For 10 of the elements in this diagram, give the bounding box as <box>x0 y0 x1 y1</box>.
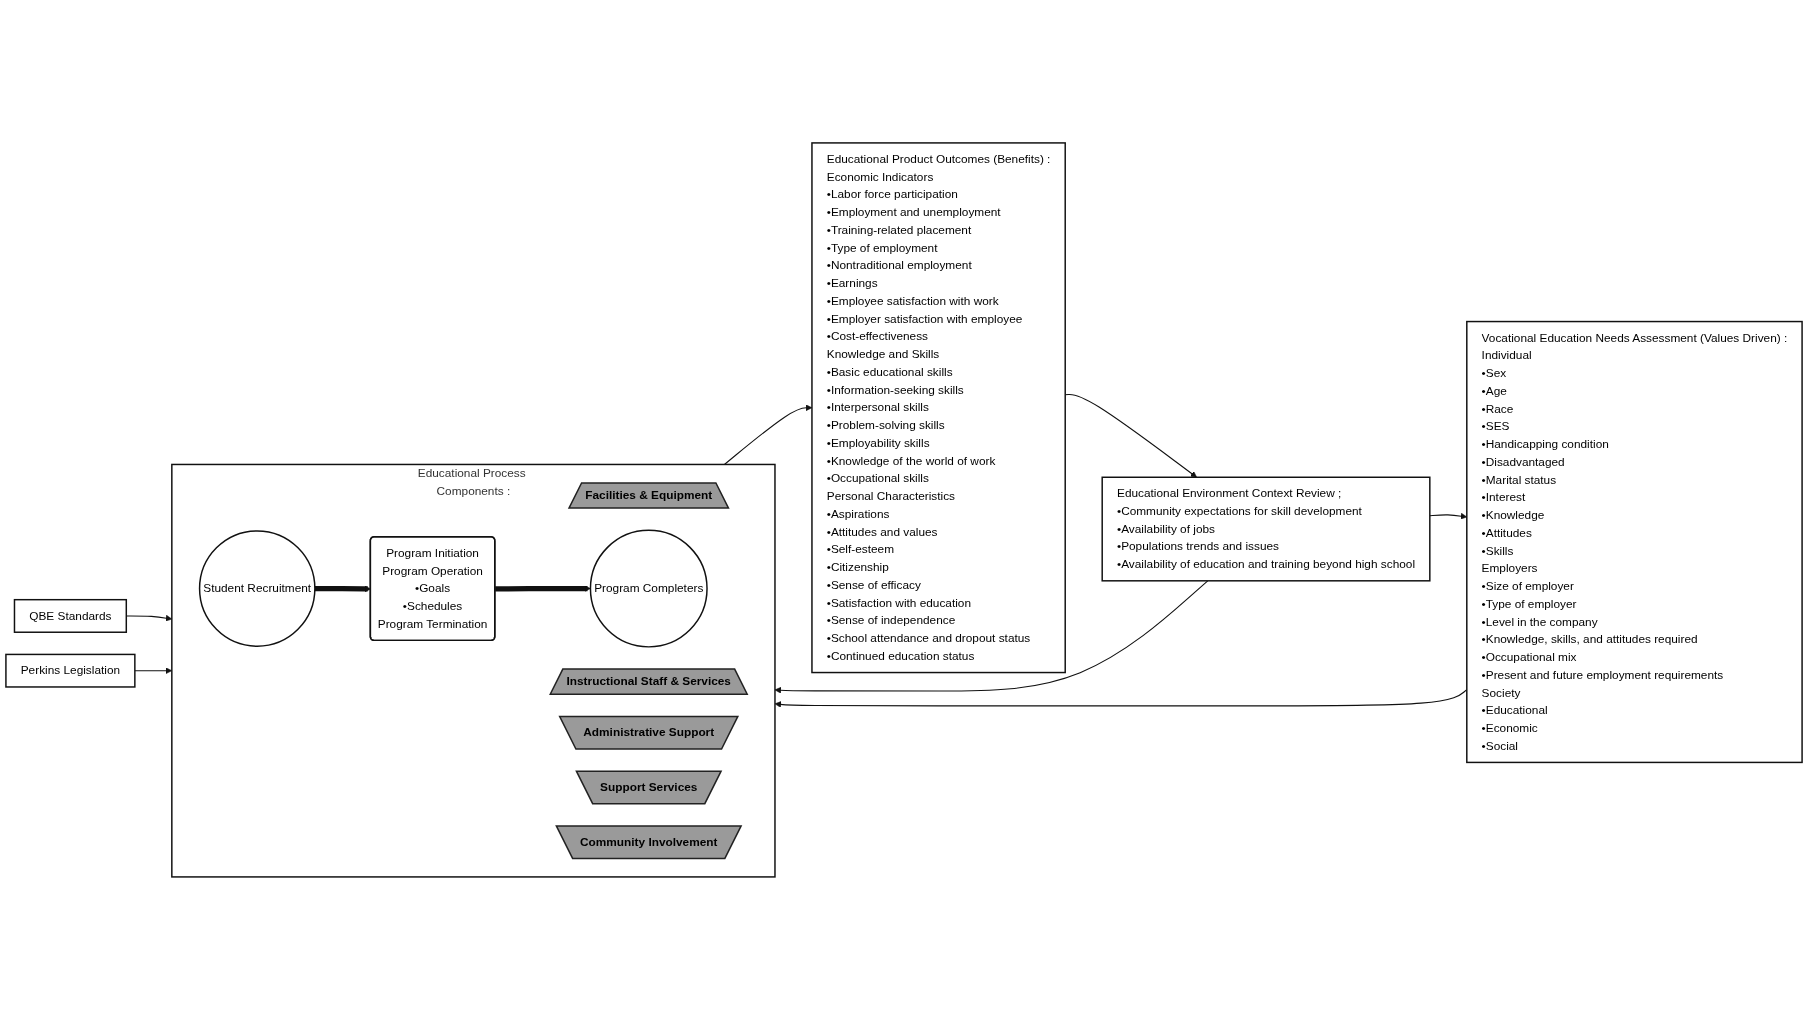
node-box: Educational Product Outcomes (Benefits) : Economic Indicators •Labor force participation •Employment and unemployment •Training-related placement •Type of employment •Nontraditional employment •Earnings •Employee satisfaction with work •Employer satisfaction with employee •Cost-effectiveness Knowledge and Skills •Basic educational skills •Information-seeking skills •Interpersonal skills •Problem-solving skills •Employability skills •Knowledge of the world of work •Occupational skills Personal Characteristics •Aspirations •Attitudes and values •Self-esteem •Citizenship •Sense of efficacy •Satisfaction with education •Sense of independence •School attendance and dropout status •Continued education status <box>811 142 1066 674</box>
node-box: Vocational Education Needs Assessment (Values Driven) : Individual •Sex •Age •Race •SES •Handicapping condition •Disadvantaged •Marital status •Interest •Knowledge •Attitudes •Skills Employers •Size of employer •Type of employer •Level in the company •Knowledge, skills, and attitudes required •Occupational mix •Present and future employment requirements Society •Educational •Economic •Social <box>1466 320 1803 764</box>
node-box: QBE Standards <box>13 599 128 634</box>
node-box: Perkins Legislation <box>5 653 136 688</box>
arrow <box>495 585 591 592</box>
node-box: Educational Environment Context Review ; •Community expectations for skill development •Availability of jobs •Populations trends and issues •Availability of education and training beyond high school <box>1101 476 1431 582</box>
arrow <box>314 585 371 593</box>
node-circle: Program Completers <box>589 529 708 648</box>
arrow <box>774 580 1209 694</box>
node-circle: Student Recruitment <box>198 530 316 648</box>
